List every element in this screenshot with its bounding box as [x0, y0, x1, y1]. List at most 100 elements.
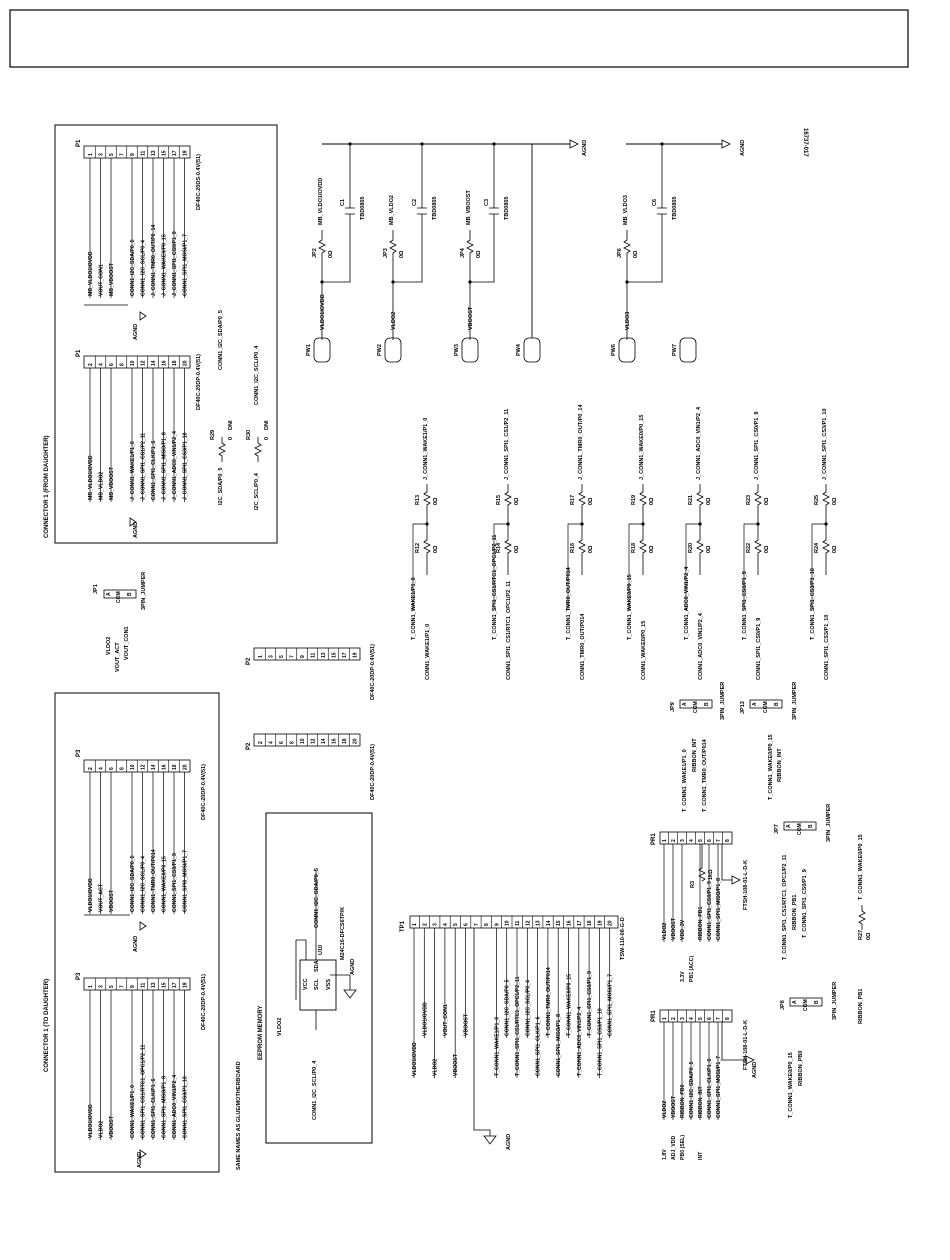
pin-number: 10	[300, 738, 306, 744]
net-label: MB_VLDO1IOVDD	[88, 455, 94, 500]
pin-number: 19	[183, 982, 189, 988]
svg-text:A: A	[786, 824, 792, 828]
net-label: J_CONN1_WAKE1/P1_0	[423, 418, 429, 480]
pin-number: 18	[587, 920, 593, 926]
svg-text:P2: P2	[246, 742, 252, 750]
resistor-value: 0Ω	[588, 545, 594, 553]
resistor-ref: R22	[746, 543, 752, 553]
net-label: CONN1_I2C_SCL/P0_4	[141, 856, 147, 912]
pin-number: 11	[141, 150, 147, 156]
net-label: JP6	[617, 248, 623, 258]
pin-number: 10	[130, 360, 136, 366]
net-label: VBOOST	[468, 306, 474, 330]
pin-number: 20	[183, 360, 189, 366]
pin-number: 7	[290, 655, 296, 658]
jp13-jumper: JP13 A COM B 3PIN_JUMPER T_CONN1_WAKE0/P…	[740, 682, 798, 800]
pin-number: 20	[353, 738, 359, 744]
jp1-jumper: JP1 A COM B 3PIN_JUMPER VLDO2 VOUT_ACT V…	[93, 572, 147, 672]
net-label: CONN1_SPI1_MISO/P1_8	[162, 1076, 168, 1138]
resistor-ref: R12	[415, 543, 421, 553]
svg-text:PR1: PR1	[651, 833, 657, 845]
pin-number: 3	[269, 655, 275, 658]
pin-number: 13	[151, 150, 157, 156]
svg-text:PW4: PW4	[516, 343, 522, 356]
net-label: VLDO2	[662, 923, 668, 940]
svg-text:JP1: JP1	[93, 584, 99, 594]
power-terminal	[618, 337, 636, 363]
svg-text:CONN1_I2C_SCL/P0_4: CONN1_I2C_SCL/P0_4	[312, 1060, 318, 1120]
pin-number: 12	[141, 360, 147, 366]
net-label: CONN1_SPI1_MISO/P1_8	[556, 1014, 562, 1076]
net-label: 0Ω	[399, 250, 405, 258]
net-label: J_CONN1_SPI1_CS0/P1_9	[172, 231, 178, 296]
agnd-symbol	[483, 1135, 497, 1145]
pin-number: 1	[662, 1017, 668, 1020]
pin-number: 3	[680, 839, 686, 842]
power-terminal	[384, 337, 402, 363]
net-label: VLDO2	[433, 1059, 439, 1076]
svg-text:P2: P2	[246, 657, 252, 665]
net-label: J_CONN1_WAKE0/P0_15	[639, 415, 645, 480]
r30-resistor: CONN1_I2C_SCL/P0_4 R30 0 DNI I2C_SCL/P0_…	[246, 345, 270, 510]
resistor-ref: R16	[570, 543, 576, 553]
net-label: T_CONN1_SPI1_CS1/RTC1_OPC1/P2_11	[515, 976, 521, 1076]
net-label: MB_VLDO3	[623, 195, 629, 225]
svg-text:DF40C-20DP-0.4V(51): DF40C-20DP-0.4V(51)	[370, 744, 376, 800]
connector-from-daughter-title: CONNECTOR 1 (FROM DAUGHTER)	[44, 435, 50, 538]
pin-number: 20	[608, 920, 614, 926]
svg-text:R3: R3	[690, 881, 696, 888]
resistor-ref: R23	[746, 495, 752, 505]
svg-text:A: A	[752, 702, 758, 706]
net-label: CONN1_SPI1_CLK/P1_6	[151, 440, 157, 500]
net-label: CONN1_SPI1_CS3/P1_10	[183, 1076, 189, 1138]
net-label: VBOOST	[109, 889, 115, 912]
net-label: CONN1_WAKE0/P0_15	[162, 856, 168, 912]
resistor-ref: R17	[570, 495, 576, 505]
net-label: VBOOST	[671, 917, 677, 940]
r27-resistor: R27 0Ω RIBBON_PB1 T_CONN1_WAKE0/P0_15	[858, 834, 872, 1024]
pin-number: 9	[300, 655, 306, 658]
pin-number: 4	[689, 1017, 695, 1020]
pin-number: 10	[505, 920, 511, 926]
agnd-symbol	[721, 139, 731, 149]
pin-number: 10	[130, 764, 136, 770]
resistor-value: 0Ω	[433, 497, 439, 505]
svg-text:I2C_SDA/P0_5: I2C_SDA/P0_5	[218, 467, 224, 505]
pin-number: 1	[662, 839, 668, 842]
pin-number: 13	[536, 920, 542, 926]
net-label: MB_VBOOST	[109, 262, 115, 296]
svg-text:RIBBON_PB1: RIBBON_PB1	[792, 895, 798, 930]
net-label: CONN1_ADC0_VIN1/P2_4	[172, 1075, 178, 1138]
pin-number: 2	[422, 923, 428, 926]
capacitor-value: TBD0805	[432, 196, 438, 220]
resistor-ref: R20	[688, 543, 694, 553]
net-label: CONN1_I2C_SDA/P0_5	[689, 1061, 695, 1118]
pin-number: 8	[484, 923, 490, 926]
svg-text:PR1: PR1	[651, 1010, 657, 1022]
capacitor-value: TBD0805	[360, 196, 366, 220]
svg-text:DNI: DNI	[264, 420, 270, 430]
svg-text:RIBBON_PB0: RIBBON_PB0	[798, 1051, 804, 1086]
pin-number: 14	[546, 920, 552, 926]
p1-upper-refdes: P1	[76, 139, 82, 147]
pin-number: 15	[162, 150, 168, 156]
capacitor-ref: C6	[652, 199, 658, 206]
net-label: J_CONN1_SPI1_MISO/P1_8	[162, 432, 168, 500]
net-label: RIBBON_PB1	[698, 906, 704, 940]
pin-number: 1	[412, 923, 418, 926]
pin-number: 11	[515, 920, 521, 926]
net-label: CONN1_SPI1_CS3/P1_10	[824, 615, 830, 680]
net-label: CONN1_SPI1_CLK/P1_6	[707, 1058, 713, 1118]
pin-number: 9	[494, 923, 500, 926]
svg-text:VLDO2: VLDO2	[106, 637, 112, 655]
resistor-value: 0Ω	[832, 497, 838, 505]
net-label: J_CONN1_WAKE1/P1_0	[130, 441, 136, 500]
pin-number: 8	[120, 363, 126, 366]
pin-function-label: 1.8V	[662, 1149, 668, 1160]
net-label: CONN1_TMR0_OUT/P014	[151, 849, 157, 912]
